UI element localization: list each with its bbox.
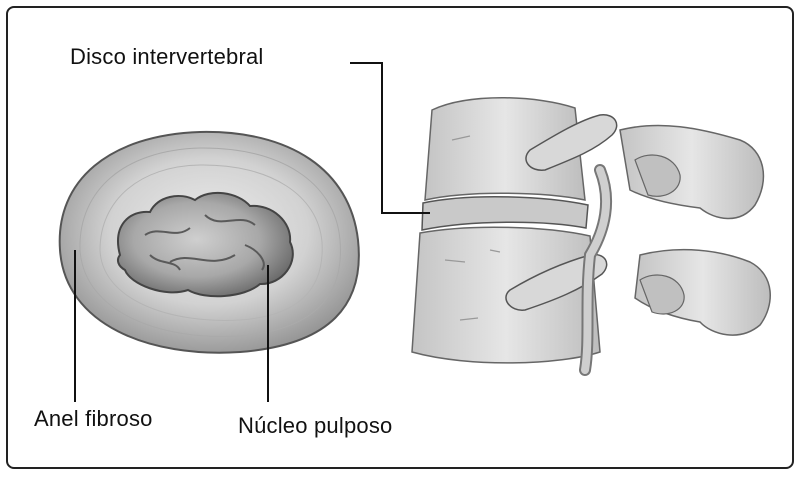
label-anel-fibroso: Anel fibroso <box>34 406 153 432</box>
leader-line-disco <box>350 63 430 213</box>
vertebral-column <box>412 98 770 370</box>
label-nucleo-pulposo: Núcleo pulposo <box>238 413 392 439</box>
disc-cross-section <box>60 132 359 353</box>
intervertebral-disc-side <box>422 197 588 230</box>
label-disco-intervertebral: Disco intervertebral <box>70 44 264 70</box>
